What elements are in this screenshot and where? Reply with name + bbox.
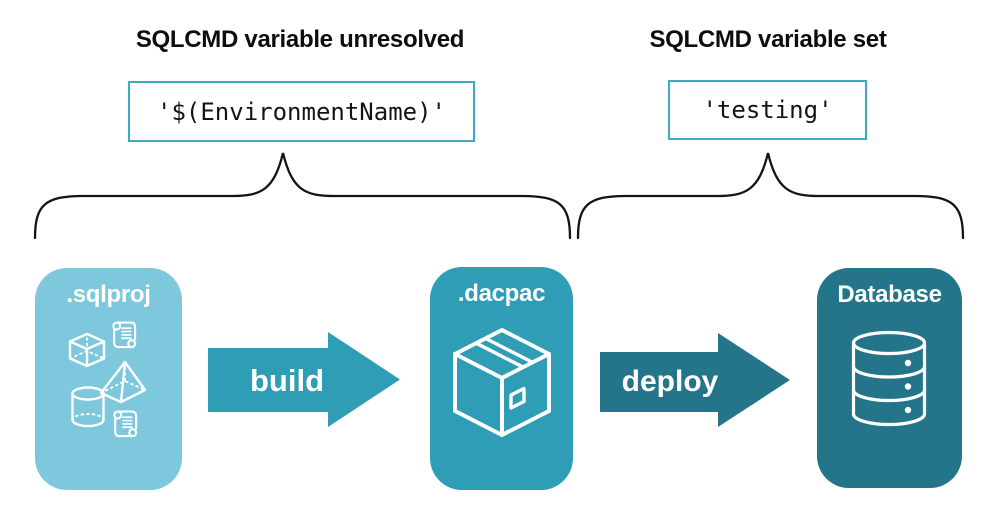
stage-sqlproj-label: .sqlproj	[66, 281, 151, 308]
right-brace-shape	[576, 152, 965, 240]
cylinder-icon	[71, 386, 105, 428]
code-box-unresolved: '$(EnvironmentName)'	[128, 81, 475, 142]
code-text-set: 'testing'	[702, 96, 833, 124]
build-arrow: build	[208, 332, 400, 427]
scroll-icon	[112, 321, 137, 349]
build-arrow-label: build	[250, 363, 324, 398]
stage-dacpac-label: .dacpac	[457, 280, 546, 307]
left-brace-shape	[33, 152, 572, 240]
stage-dacpac: .dacpac	[430, 267, 573, 490]
deploy-arrow-label: deploy	[622, 365, 719, 398]
scroll-icon	[113, 410, 138, 438]
stage-database-label: Database	[837, 281, 942, 308]
callout-title-set: SQLCMD variable set	[649, 26, 887, 53]
deploy-arrow: deploy	[600, 333, 790, 427]
block-arrow-right	[600, 333, 790, 427]
callout-title-unresolved: SQLCMD variable unresolved	[135, 26, 465, 53]
database-cylinder-icon	[851, 330, 927, 427]
pyramid-icon	[99, 360, 147, 404]
cube-icon	[68, 332, 106, 368]
sql-objects-icon-cluster	[68, 321, 147, 438]
package-box-icon	[453, 328, 551, 437]
brace-group	[33, 152, 965, 240]
stage-sqlproj: .sqlproj	[35, 268, 182, 490]
code-box-set: 'testing'	[668, 80, 867, 140]
block-arrow-right	[208, 332, 400, 427]
code-text-unresolved: '$(EnvironmentName)'	[157, 97, 446, 126]
stage-database: Database	[817, 268, 962, 488]
